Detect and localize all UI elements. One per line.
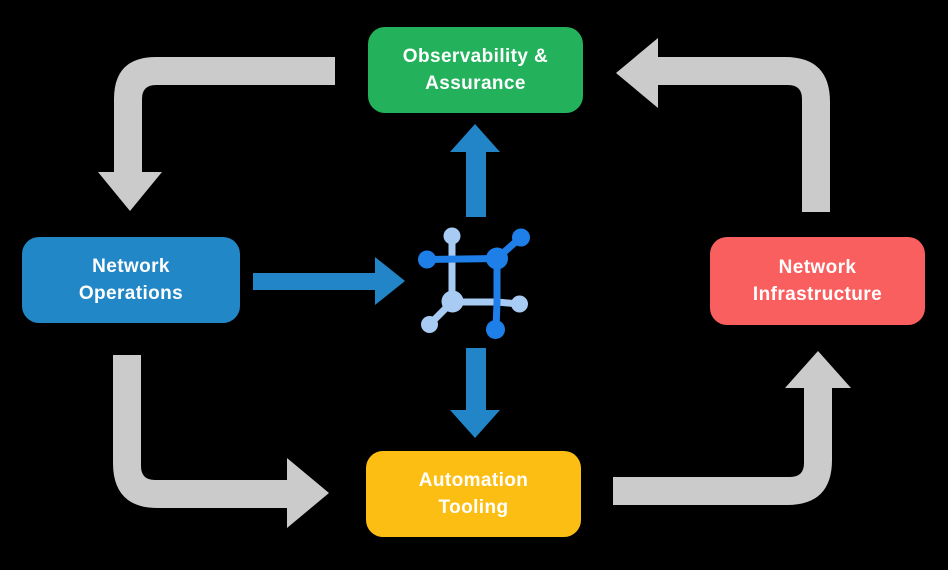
arrow-observability-to-operations	[98, 57, 335, 211]
arrow-infrastructure-to-observability	[616, 38, 830, 212]
node-automation-label-line2: Tooling	[438, 497, 509, 518]
node-network-operations: Network Operations	[22, 237, 240, 323]
node-operations-label-line2: Operations	[78, 283, 184, 304]
network-node-top	[443, 227, 461, 245]
node-operations-label-line1: Network	[92, 256, 170, 277]
node-observability-assurance: Observability & Assurance	[368, 27, 583, 113]
network-node-top-right	[512, 228, 530, 247]
node-automation-tooling: Automation Tooling	[366, 451, 581, 537]
node-infrastructure-label-line2: Infrastructure	[752, 284, 883, 305]
network-node-right	[511, 295, 528, 313]
node-infrastructure-label-line1: Network	[778, 257, 857, 278]
node-network-infrastructure: Network Infrastructure	[710, 237, 925, 325]
node-observability-label-line1: Observability &	[402, 46, 549, 67]
node-automation-label-line1: Automation	[418, 470, 529, 491]
node-observability-label-line2: Assurance	[425, 73, 526, 94]
arrow-automation-to-infrastructure	[613, 351, 851, 505]
network-fabric-icon	[418, 227, 530, 339]
network-node-left	[418, 250, 436, 269]
arrow-hub-to-observability	[450, 124, 500, 217]
arrow-operations-to-hub	[253, 257, 405, 305]
network-junction-top-right	[486, 247, 508, 270]
network-node-bottom	[486, 320, 505, 339]
network-node-bottom-left	[421, 316, 438, 333]
arrow-operations-to-automation	[113, 355, 329, 528]
arrow-hub-to-automation	[450, 348, 500, 438]
network-junction-bottom-left	[441, 290, 464, 313]
